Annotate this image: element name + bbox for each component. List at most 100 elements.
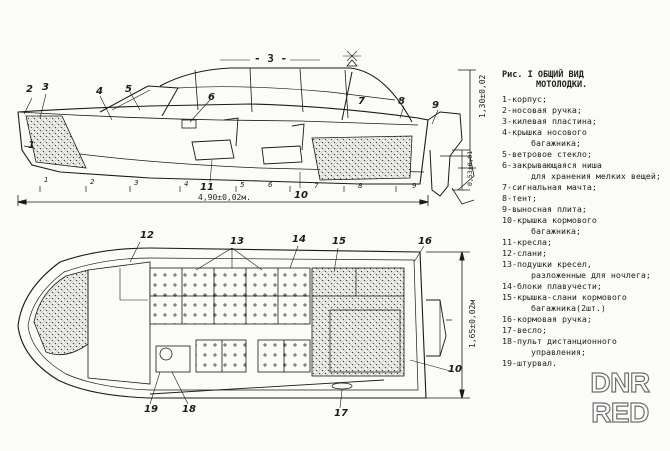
legend-panel: Рис. I ОБЩИЙ ВИД МОТОЛОДКИ. 1-корпус;2-н…: [502, 70, 670, 369]
watermark-line1: DNR: [590, 367, 651, 398]
legend-item-text: 9-выносная плита;: [502, 204, 587, 214]
label-7: 7: [358, 96, 365, 107]
legend-item-text: 6-закрывающаяся ниша: [502, 160, 602, 170]
legend-item-text: 12-слани;: [502, 248, 547, 258]
label-6: 6: [208, 92, 215, 103]
legend-item-text: 4-крышка носового: [502, 127, 587, 137]
watermark-logo: DNR RED: [578, 367, 662, 428]
legend-item-13: 13-подушки кресел,разложенные для ночлег…: [502, 259, 670, 281]
width-dimension: 1,65±0,02м: [468, 299, 477, 348]
station-6: 6: [268, 181, 273, 189]
label-9: 9: [432, 100, 439, 111]
plan-outboard-motor: [426, 299, 447, 357]
legend-item-text: 11-кресла;: [502, 237, 552, 247]
plan-bow-hatch: [33, 269, 89, 356]
steering-wheel: [159, 347, 173, 361]
bow-locker-hatch: [25, 115, 87, 169]
legend-item-text: 15-крышка-слани кормового: [502, 292, 627, 302]
legend-title-line2: МОТОЛОДКИ.: [536, 80, 588, 90]
tent: [159, 67, 413, 123]
legend-title: Рис. I ОБЩИЙ ВИД МОТОЛОДКИ.: [502, 70, 670, 90]
watermark-line2: RED: [591, 397, 650, 428]
station-5: 5: [240, 181, 245, 189]
label-14: 14: [292, 234, 306, 245]
seat-cushions: [149, 267, 311, 373]
label-13: 13: [230, 236, 244, 247]
legend-item-continuation: разложенные для ночлега;: [531, 270, 651, 280]
legend-item-14: 14-блоки плавучести;: [502, 281, 670, 292]
legend-item-text: 19-штурвал.: [502, 358, 557, 368]
seat-front: [191, 117, 239, 161]
legend-item-9: 9-выносная плита;: [502, 204, 670, 215]
legend-item-16: 16-кормовая ручка;: [502, 314, 670, 325]
legend-item-5: 5-ветровое стекло;: [502, 149, 670, 160]
windshield: [99, 85, 179, 117]
label-18: 18: [182, 404, 196, 415]
station-8: 8: [358, 182, 363, 190]
stern-locker-cover: [311, 267, 405, 377]
legend-item-2: 2-носовая ручка;: [502, 105, 670, 116]
legend-item-continuation: багажника;: [531, 226, 581, 236]
legend-item-19: 19-штурвал.: [502, 358, 670, 369]
oar: [149, 379, 385, 395]
side-view: [17, 50, 476, 206]
gunwale-line: [17, 111, 419, 126]
legend-item-text: 3-килевая пластина;: [502, 116, 597, 126]
seat-rear: [261, 123, 305, 165]
legend-title-line1: Рис. I ОБЩИЙ ВИД: [502, 70, 584, 80]
legend-item-continuation: для хранения мелких вещей;: [531, 171, 661, 181]
length-dim-line: [17, 195, 429, 206]
label-15: 15: [332, 236, 346, 247]
stern-locker-hatch: [311, 135, 413, 181]
storage-niche: [181, 119, 197, 129]
legend-item-text: 16-кормовая ручка;: [502, 314, 592, 324]
station-1: 1: [44, 176, 49, 184]
label-12: 12: [140, 230, 154, 241]
height-dim-line: [458, 69, 476, 169]
width-dim-line: [426, 251, 470, 399]
station-9: 9: [412, 182, 417, 190]
plan-view: [17, 241, 470, 409]
legend-item-17: 17-весло;: [502, 325, 670, 336]
legend-item-8: 8-тент;: [502, 193, 670, 204]
depth-dim-line: [452, 149, 470, 191]
legend-item-text: 17-весло;: [502, 325, 547, 335]
legend-item-text: 13-подушки кресел,: [502, 259, 592, 269]
legend-item-11: 11-кресла;: [502, 237, 670, 248]
legend-item-continuation: управления;: [531, 347, 586, 357]
station-3: 3: [134, 179, 139, 187]
label-4: 4: [96, 86, 103, 97]
outboard-motor: [427, 111, 463, 197]
length-dimension: 4,90±0,02м.: [198, 193, 251, 202]
label-1a: 2: [26, 84, 33, 95]
label-8: 8: [398, 96, 405, 107]
legend-item-text: 14-блоки плавучести;: [502, 281, 602, 291]
label-1: 1: [28, 140, 35, 151]
remote-control-console: [155, 345, 191, 373]
label-5: 5: [125, 84, 132, 95]
height-dimension: 1,30±0,02: [478, 74, 487, 118]
legend-item-text: 8-тент;: [502, 193, 537, 203]
legend-item-text: 2-носовая ручка;: [502, 105, 582, 115]
legend-item-1: 1-корпус;: [502, 94, 670, 105]
legend-list: 1-корпус;2-носовая ручка;3-килевая пласт…: [502, 94, 670, 369]
hull-outline: [17, 103, 429, 185]
label-17: 17: [334, 408, 348, 419]
label-11: 11: [200, 182, 214, 193]
legend-item-7: 7-сигнальная мачта;: [502, 182, 670, 193]
legend-item-continuation: багажника;: [531, 138, 581, 148]
legend-item-continuation: багажника(2шт.): [531, 303, 606, 313]
legend-item-text: 18-пульт дистанционного: [502, 336, 617, 346]
legend-item-text: 10-крышка кормового: [502, 215, 597, 225]
legend-item-text: 1-корпус;: [502, 94, 547, 104]
station-4: 4: [184, 180, 189, 188]
legend-item-3: 3-килевая пластина;: [502, 116, 670, 127]
legend-item-text: 5-ветровое стекло;: [502, 149, 592, 159]
legend-item-12: 12-слани;: [502, 248, 670, 259]
